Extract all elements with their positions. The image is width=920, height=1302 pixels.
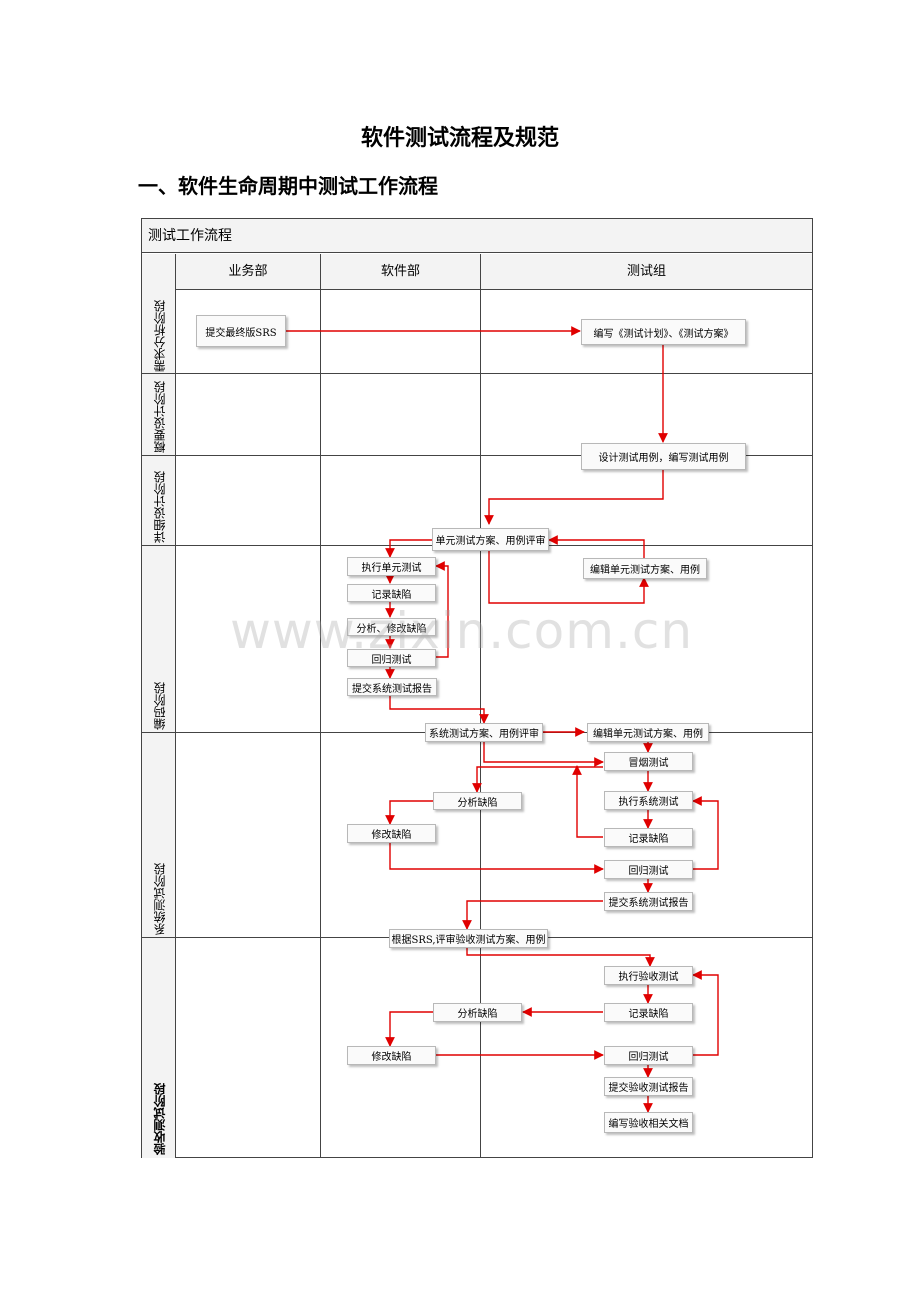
flowchart-frame bbox=[141, 218, 813, 1158]
arrow-analyze-to-fix bbox=[385, 800, 433, 825]
box-edit-unit-test-plan: 编辑单元测试方案、用例 bbox=[583, 558, 707, 579]
box-regression-test-3: 回归测试 bbox=[604, 1046, 693, 1065]
arrow-analyze-to-fix-3 bbox=[385, 1011, 433, 1047]
box-execute-acceptance-test: 执行验收测试 bbox=[604, 966, 693, 985]
box-fix-defect: 修改缺陷 bbox=[347, 824, 436, 843]
lane-header-business: 业务部 bbox=[176, 254, 321, 290]
section-heading: 一、软件生命周期中测试工作流程 bbox=[138, 174, 438, 198]
lane-divider bbox=[320, 290, 321, 1158]
box-regression-test-2: 回归测试 bbox=[604, 860, 693, 879]
lane-header-software: 软件部 bbox=[321, 254, 481, 290]
box-execute-system-test: 执行系统测试 bbox=[604, 791, 693, 810]
lane-header-testing: 测试组 bbox=[481, 254, 812, 290]
arrow-regression-to-exec-acc-loop bbox=[692, 970, 719, 1056]
box-analyze-fix-defect: 分析、修改缺陷 bbox=[347, 618, 436, 636]
arrow-record-to-smoke-back bbox=[572, 765, 603, 838]
diagram-title: 测试工作流程 bbox=[142, 219, 812, 253]
arrow-regression-to-exec-loop bbox=[692, 796, 719, 870]
box-submit-system-test-report-2: 提交系统测试报告 bbox=[604, 892, 693, 911]
box-execute-unit-test: 执行单元测试 bbox=[347, 557, 436, 576]
box-edit-unit-test-plan-2: 编辑单元测试方案、用例 bbox=[587, 723, 709, 742]
box-record-defect: 记录缺陷 bbox=[347, 584, 436, 602]
stage-column bbox=[142, 254, 176, 1158]
box-system-test-review: 系统测试方案、用例评审 bbox=[425, 723, 543, 742]
arrow-design-to-unit-review bbox=[484, 470, 664, 525]
box-submit-acceptance-report: 提交验收测试报告 bbox=[604, 1077, 693, 1096]
box-write-acceptance-docs: 编写验收相关文档 bbox=[604, 1112, 693, 1133]
box-regression-test: 回归测试 bbox=[347, 649, 436, 667]
box-write-test-plan: 编写《测试计划》、《测试方案》 bbox=[581, 319, 746, 345]
watermark: www.zixin.com.cn bbox=[230, 602, 694, 660]
box-submit-system-test-report: 提交系统测试报告 bbox=[347, 678, 437, 696]
arrow-smoke-to-analyze bbox=[472, 766, 603, 793]
box-record-defect-3: 记录缺陷 bbox=[604, 1003, 693, 1022]
arrow-report-to-sys-review bbox=[389, 695, 489, 724]
document-title: 软件测试流程及规范 bbox=[360, 126, 559, 151]
box-smoke-test: 冒烟测试 bbox=[604, 752, 693, 771]
box-submit-final-srs: 提交最终版SRS bbox=[196, 315, 286, 347]
stage-divider bbox=[142, 455, 812, 456]
box-acceptance-review: 根据SRS,评审验收测试方案、用例 bbox=[389, 929, 548, 948]
box-analyze-defect: 分析缺陷 bbox=[433, 792, 522, 810]
arrow-regression-loop bbox=[435, 561, 449, 658]
arrow-acc-review-to-exec bbox=[466, 947, 655, 967]
stage-divider bbox=[142, 373, 812, 374]
box-record-defect-2: 记录缺陷 bbox=[604, 828, 693, 847]
arrow-review-to-edit bbox=[488, 550, 649, 604]
arrow-sys-review-to-smoke bbox=[483, 741, 604, 767]
box-design-test-cases: 设计测试用例，编写测试用例 bbox=[581, 443, 746, 470]
arrow-review-to-exec-unit bbox=[385, 539, 432, 558]
arrow-fix-to-regression bbox=[389, 842, 604, 874]
arrow-edit-to-review bbox=[548, 535, 645, 558]
box-unit-test-review: 单元测试方案、用例评审 bbox=[432, 528, 549, 551]
box-analyze-defect-3: 分析缺陷 bbox=[433, 1003, 522, 1022]
arrow-report-to-acc-review bbox=[462, 900, 603, 930]
box-fix-defect-3: 修改缺陷 bbox=[347, 1046, 436, 1065]
